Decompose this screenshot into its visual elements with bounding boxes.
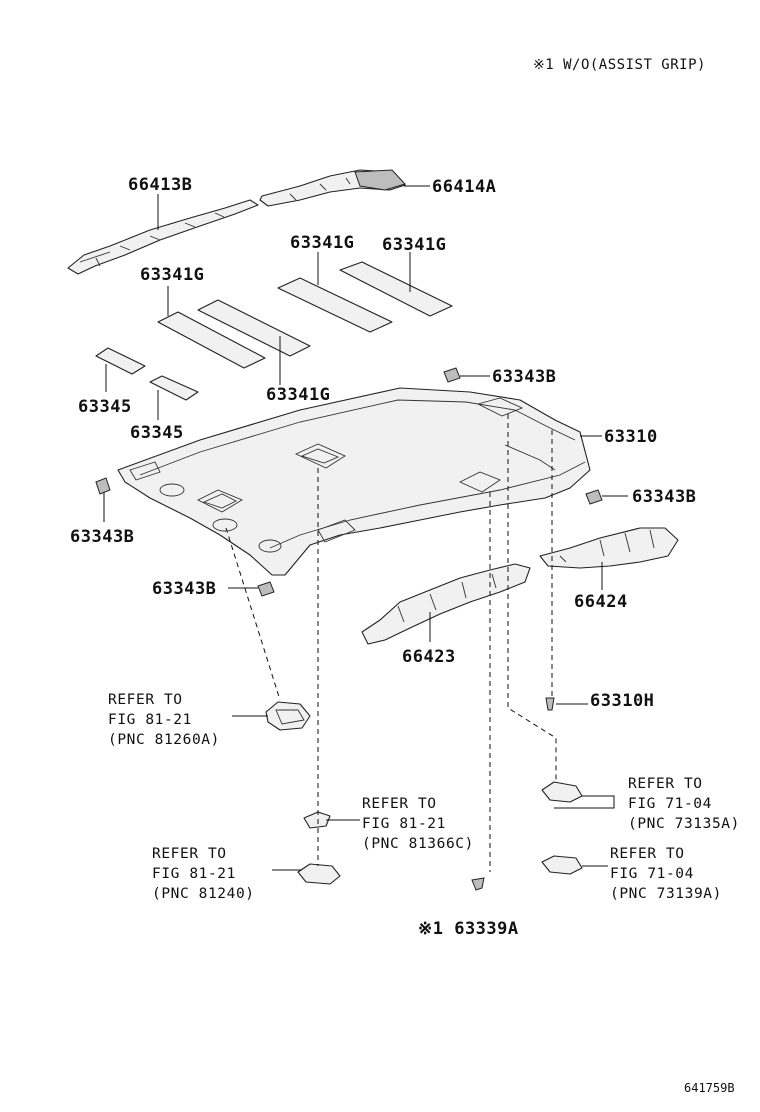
dashed-line-81260A xyxy=(225,527,281,701)
svg-text:(PNC 73135A): (PNC 73135A) xyxy=(628,816,740,832)
callout-63341G-d: 63341G xyxy=(266,385,330,405)
svg-text:(PNC 73139A): (PNC 73139A) xyxy=(610,886,722,902)
front-roof-reinforcement-bracket xyxy=(67,169,406,275)
svg-text:REFER TO: REFER TO xyxy=(152,846,227,862)
callout-63343B-mid: 63343B xyxy=(152,579,216,599)
callout-66424: 66424 xyxy=(574,592,628,612)
clips-63343B xyxy=(95,367,603,597)
svg-text:FIG 71-04: FIG 71-04 xyxy=(610,866,694,882)
callout-66423: 66423 xyxy=(402,647,456,667)
svg-text:FIG 81-21: FIG 81-21 xyxy=(152,866,236,882)
screw-63310H xyxy=(545,697,555,711)
svg-text:(PNC 81240): (PNC 81240) xyxy=(152,886,255,902)
note-without-assist-grip: ※1 W/O(ASSIST GRIP) xyxy=(533,57,706,73)
svg-text:FIG 81-21: FIG 81-21 xyxy=(362,816,446,832)
roof-headlining-63310 xyxy=(117,387,591,576)
vanity-lamp-73139A xyxy=(541,855,583,875)
callout-63345-a: 63345 xyxy=(78,397,132,417)
refer-81366C: REFER TO FIG 81-21 (PNC 81366C) xyxy=(362,796,474,852)
dashed-line-73135A xyxy=(507,414,557,782)
refer-73135A: REFER TO FIG 71-04 (PNC 73135A) xyxy=(628,776,740,832)
svg-text:REFER TO: REFER TO xyxy=(108,692,183,708)
assist-grip-clip-63339A xyxy=(471,877,485,891)
silencer-pads-63341G xyxy=(157,261,453,369)
callout-63310H: 63310H xyxy=(590,691,654,711)
center-roof-bracket-66423 xyxy=(361,563,531,645)
refer-81260A: REFER TO FIG 81-21 (PNC 81260A) xyxy=(108,692,220,748)
leader-73135A xyxy=(554,795,615,809)
callout-63339A: ※1 63339A xyxy=(418,919,519,939)
lamp-81366C xyxy=(303,811,331,829)
callout-63310: 63310 xyxy=(604,427,658,447)
callout-63341G-c: 63341G xyxy=(382,235,446,255)
callout-63343B-top: 63343B xyxy=(492,367,556,387)
svg-text:REFER TO: REFER TO xyxy=(610,846,685,862)
front-map-lamp-81260A xyxy=(265,701,311,731)
callout-63345-b: 63345 xyxy=(130,423,184,443)
callout-66413B: 66413B xyxy=(128,175,192,195)
refer-81240: REFER TO FIG 81-21 (PNC 81240) xyxy=(152,846,255,902)
svg-text:REFER TO: REFER TO xyxy=(628,776,703,792)
refer-73139A: REFER TO FIG 71-04 (PNC 73139A) xyxy=(610,846,722,902)
dome-lamp-81240 xyxy=(297,863,341,885)
vanity-lamp-73135A xyxy=(541,781,583,803)
callout-66414A: 66414A xyxy=(432,177,496,197)
svg-text:(PNC 81260A): (PNC 81260A) xyxy=(108,732,220,748)
callout-63341G-a: 63341G xyxy=(140,265,204,285)
rear-roof-bracket-66424 xyxy=(539,527,679,569)
callout-63343B-left: 63343B xyxy=(70,527,134,547)
callout-63341G-b: 63341G xyxy=(290,233,354,253)
callout-63343B-right: 63343B xyxy=(632,487,696,507)
svg-text:FIG 71-04: FIG 71-04 xyxy=(628,796,712,812)
svg-text:FIG 81-21: FIG 81-21 xyxy=(108,712,192,728)
small-pads-63345 xyxy=(95,347,199,401)
figure-code: 641759B xyxy=(684,1081,735,1095)
svg-text:(PNC 81366C): (PNC 81366C) xyxy=(362,836,474,852)
svg-text:REFER TO: REFER TO xyxy=(362,796,437,812)
